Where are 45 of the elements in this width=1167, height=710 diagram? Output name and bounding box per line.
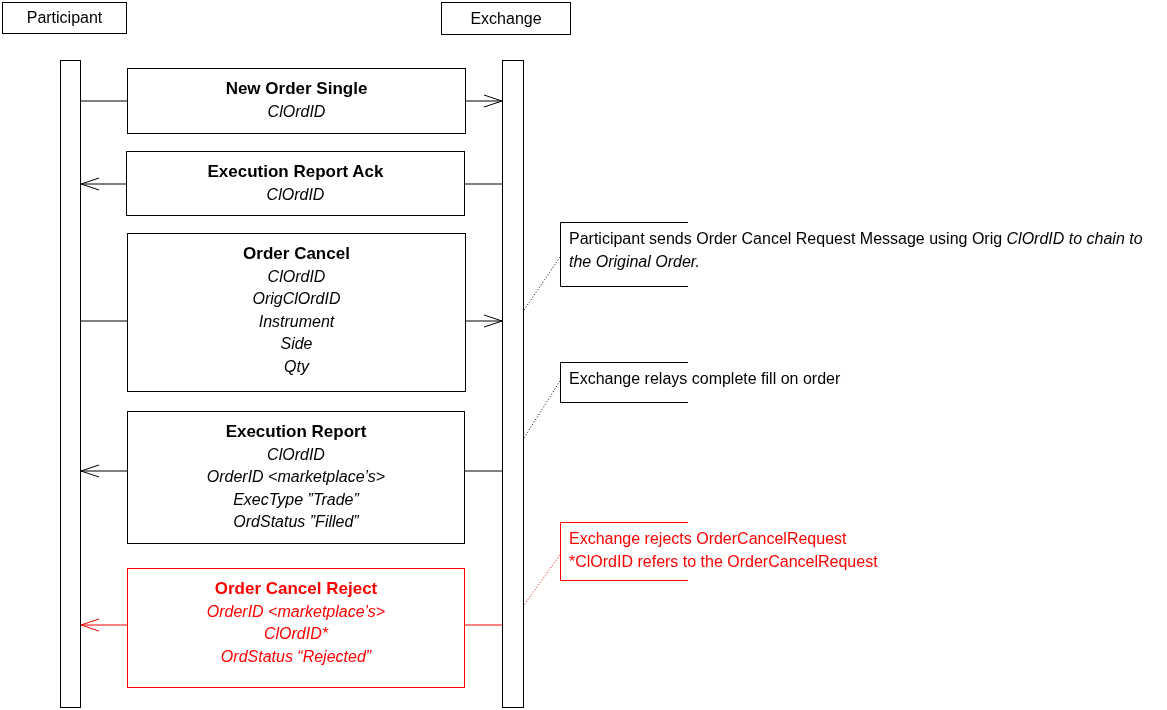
message-arrow	[80, 464, 128, 478]
message-box	[127, 68, 466, 134]
message-name: Execution Report Ack	[206, 161, 385, 183]
note-text: Exchange relays complete fill on order	[569, 369, 842, 389]
message-line	[464, 183, 503, 185]
message-box	[127, 233, 466, 392]
field-name: ClOrdID	[266, 444, 326, 465]
field-name: ClOrdID*	[263, 624, 330, 645]
note-text: Participant sends Order Cancel Request Message using Orig ClOrdID to chain to the Original Order.	[569, 229, 1144, 272]
note-text: Exchange rejects OrderCancelRequest	[569, 529, 848, 549]
leader-line	[523, 380, 561, 439]
field-name: ClOrdID	[265, 184, 326, 205]
message-line	[464, 624, 503, 626]
note-text: *ClOrdID refers to the OrderCancelRequest	[569, 551, 879, 572]
message-name: New Order Single	[224, 78, 369, 100]
field-name: Side	[279, 334, 314, 355]
field-name: OrigClOrdID	[251, 289, 342, 310]
message-line	[80, 320, 128, 322]
leader-line	[523, 256, 561, 311]
field-name: ClOrdID	[266, 101, 327, 122]
field-name: OrderID <marketplace’s>	[205, 467, 387, 488]
message-line	[80, 100, 128, 102]
field-name: ExecType ”Trade”	[232, 489, 361, 510]
field-name: OrderID <marketplace’s>	[205, 601, 387, 622]
lifeline-header: Exchange	[441, 2, 571, 35]
message-box	[127, 411, 465, 544]
message-arrow	[80, 618, 128, 632]
field-name: Instrument	[257, 311, 336, 332]
message-arrow	[80, 177, 127, 191]
field-name: ClOrdID	[266, 266, 327, 287]
field-name: OrdStatus ”Filled”	[232, 512, 360, 533]
field-name: OrdStatus “Rejected”	[219, 646, 373, 667]
message-arrow	[465, 94, 503, 108]
message-line	[464, 470, 503, 472]
message-arrow	[465, 314, 503, 328]
lifeline-bar	[502, 60, 524, 708]
leader-line	[523, 554, 561, 606]
message-name: Order Cancel	[242, 243, 351, 265]
message-name: Execution Report	[224, 421, 368, 443]
message-box	[126, 151, 465, 216]
message-box	[127, 568, 465, 688]
lifeline-header: Participant	[2, 2, 127, 34]
field-name: Qty	[283, 356, 311, 377]
message-name: Order Cancel Reject	[213, 578, 379, 600]
lifeline-bar	[60, 60, 81, 708]
